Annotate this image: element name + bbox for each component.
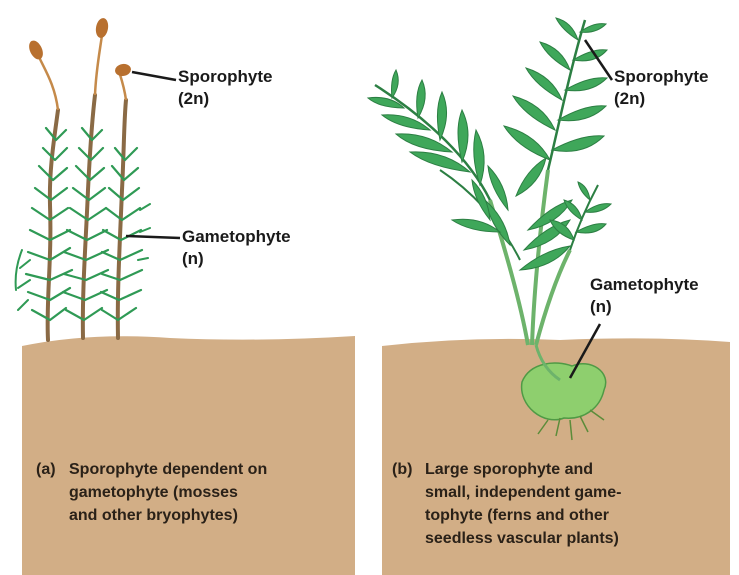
caption-body-a: Sporophyte dependent on gametophyte (mos… (69, 458, 267, 527)
sporophyte-text-b: Sporophyte (614, 67, 708, 86)
caption-line-b-3: tophyte (ferns and other (425, 504, 621, 527)
sporophyte-ploidy-a: (2n) (178, 88, 272, 110)
caption-line-b-4: seedless vascular plants) (425, 527, 621, 550)
caption-line-b-2: small, independent game- (425, 481, 621, 504)
moss-gametophyte (16, 95, 150, 340)
sporophyte-text-a: Sporophyte (178, 67, 272, 86)
gametophyte-leader-a (126, 236, 180, 238)
gametophyte-ploidy-b: (n) (590, 296, 699, 318)
fern-sporophyte (368, 18, 611, 345)
caption-line-a-1: Sporophyte dependent on (69, 458, 267, 481)
caption-tag-b: (b) (392, 458, 412, 481)
caption-line-a-3: and other bryophytes) (69, 504, 267, 527)
sporophyte-leader-a (132, 72, 176, 80)
caption-body-b: Large sporophyte and small, independent … (425, 458, 621, 550)
sporophyte-label-b: Sporophyte (2n) (614, 66, 708, 110)
caption-line-b-1: Large sporophyte and (425, 458, 621, 481)
gametophyte-text-a: Gametophyte (182, 227, 291, 246)
caption-panel-a: (a) Sporophyte dependent on gametophyte … (36, 458, 348, 558)
sporophyte-label-a: Sporophyte (2n) (178, 66, 272, 110)
gametophyte-label-a: Gametophyte (n) (182, 226, 291, 270)
caption-tag-a: (a) (36, 458, 56, 481)
moss-sporophyte (26, 17, 132, 110)
caption-line-a-2: gametophyte (mosses (69, 481, 267, 504)
gametophyte-label-b: Gametophyte (n) (590, 274, 699, 318)
gametophyte-text-b: Gametophyte (590, 275, 699, 294)
caption-panel-b: (b) Large sporophyte and small, independ… (392, 458, 727, 570)
sporophyte-ploidy-b: (2n) (614, 88, 708, 110)
gametophyte-ploidy-a: (n) (182, 248, 291, 270)
